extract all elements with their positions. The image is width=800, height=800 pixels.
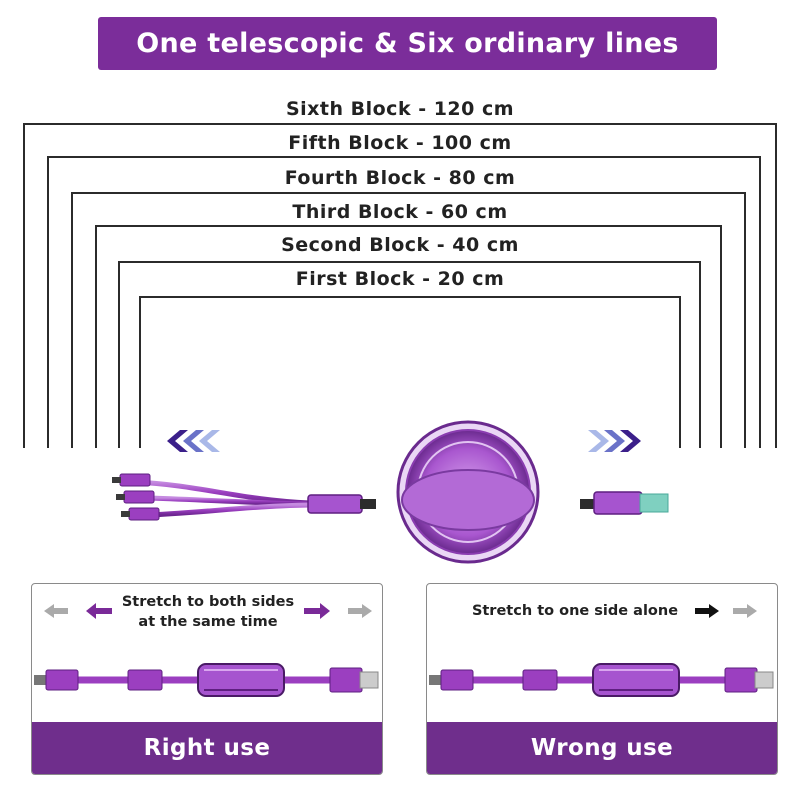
- wrong-use-illustration: [429, 604, 774, 697]
- purple-left-arrow-icon: [86, 603, 112, 619]
- gray-right-arrow-icon: [348, 604, 372, 618]
- right-use-instruction: Stretch to both sides at the same time: [102, 592, 314, 632]
- left-arrow-3: [199, 430, 220, 452]
- gray-left-arrow-icon: [44, 604, 68, 618]
- right-use-instruction-line1: Stretch to both sides: [121, 594, 295, 610]
- black-right-arrow-icon: [695, 604, 719, 618]
- right-use-caption: Right use: [32, 722, 382, 774]
- wrong-use-panel: Stretch to one side alone Wrong use: [426, 583, 778, 775]
- bracket-first: [139, 296, 681, 448]
- left-arrow-1: [167, 430, 188, 452]
- block-label-sixth: Sixth Block - 120 cm: [285, 98, 515, 120]
- purple-right-arrow-icon: [304, 603, 330, 619]
- right-use-instruction-line2: at the same time: [138, 614, 278, 630]
- wrong-use-instruction: Stretch to one side alone: [471, 603, 679, 619]
- title-text: One telescopic & Six ordinary lines: [136, 28, 679, 59]
- right-use-illustration: [34, 603, 379, 697]
- split-cables: [132, 479, 313, 518]
- bracket-second: [118, 261, 701, 448]
- wrong-use-caption: Wrong use: [427, 722, 777, 774]
- usb-connector-body: [593, 491, 643, 515]
- cable-diagram: [23, 123, 777, 564]
- usb-connector-tip: [639, 493, 669, 513]
- right-direction-arrows: [588, 430, 641, 452]
- block-label-second: Second Block - 40 cm: [281, 234, 519, 256]
- mini-reel: [592, 663, 680, 697]
- gray-right-arrow-icon: [733, 604, 757, 618]
- block-label-third: Third Block - 60 cm: [292, 201, 508, 223]
- bracket-third: [95, 225, 722, 448]
- bracket-fifth: [47, 156, 761, 448]
- bracket-fourth: [71, 192, 746, 448]
- block-label-fourth: Fourth Block - 80 cm: [284, 167, 516, 189]
- left-direction-arrows: [167, 430, 220, 452]
- bracket-sixth: [23, 123, 777, 448]
- mini-reel: [197, 663, 285, 697]
- title-banner: One telescopic & Six ordinary lines: [98, 17, 717, 70]
- right-use-panel: Stretch to both sides at the same time R…: [31, 583, 383, 775]
- right-arrow-3: [620, 430, 641, 452]
- right-arrow-2: [604, 430, 625, 452]
- block-label-first: First Block - 20 cm: [295, 268, 505, 290]
- right-arrow-1: [588, 430, 609, 452]
- micro-connectors: [112, 473, 160, 521]
- left-arrow-2: [183, 430, 204, 452]
- junction-sleeve: [307, 494, 363, 514]
- retractable-reel: [396, 420, 540, 564]
- block-label-fifth: Fifth Block - 100 cm: [288, 132, 512, 154]
